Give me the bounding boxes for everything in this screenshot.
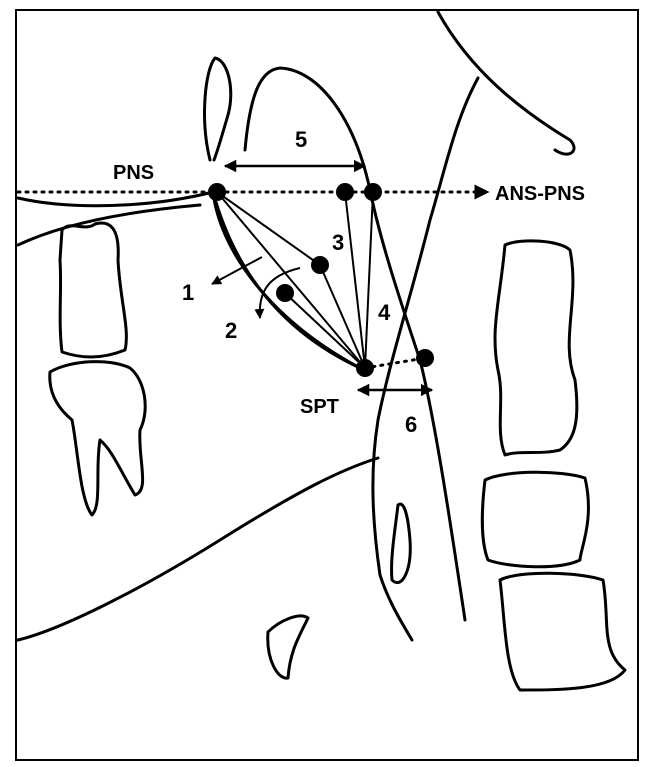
- vertebra-c4: [500, 573, 625, 690]
- label-measurement-2: 2: [225, 318, 237, 343]
- vertebra-c3: [482, 472, 588, 567]
- point-2: [276, 284, 294, 302]
- soft-palate-point-a: [336, 183, 354, 201]
- label-measurement-6: 6: [405, 412, 417, 437]
- point-3: [311, 256, 329, 274]
- spt-point: [356, 359, 374, 377]
- tongue-outline: [18, 458, 378, 640]
- point-b-to-spt-line: [365, 192, 373, 368]
- palate-outline: [18, 192, 213, 206]
- label-measurement-3: 3: [332, 230, 344, 255]
- label-spt: SPT: [300, 396, 339, 418]
- spt-dotted-line: [365, 358, 425, 368]
- point-a-to-spt-line: [345, 192, 365, 368]
- label-measurement-4: 4: [378, 300, 391, 325]
- skull-curve: [438, 12, 574, 154]
- upper-molar: [60, 223, 126, 357]
- label-pns: PNS: [113, 162, 154, 184]
- point-2-to-spt-line: [285, 293, 365, 368]
- soft-palate-point-b: [364, 183, 382, 201]
- label-ans-pns: ANS-PNS: [495, 183, 585, 205]
- epiglottis: [392, 504, 411, 583]
- vertebra-c2: [495, 241, 577, 455]
- pns-to-spt-line: [217, 192, 365, 368]
- lower-molar: [50, 362, 145, 515]
- pns-point: [208, 183, 226, 201]
- posterior-wall-point: [416, 349, 434, 367]
- pterygoid-plate: [205, 58, 231, 160]
- hyoid: [268, 616, 308, 678]
- label-measurement-5: 5: [295, 127, 307, 152]
- label-measurement-1: 1: [182, 280, 194, 305]
